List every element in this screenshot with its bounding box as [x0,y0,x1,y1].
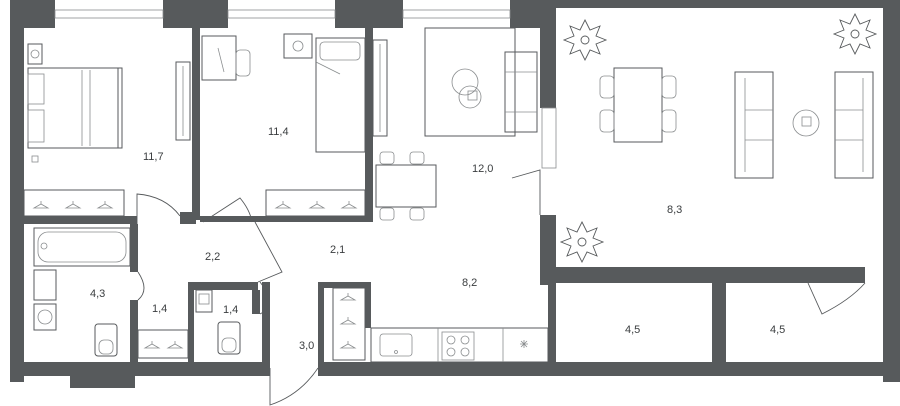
windows [54,9,557,169]
room-area-label: 8,3 [667,204,682,216]
living-room: 8,3 [559,12,878,264]
walls [10,0,900,388]
counter [332,287,549,363]
doors [136,169,866,406]
room-area-label: 4,3 [90,288,105,300]
room-area-label: 4,5 [625,324,640,336]
room-area-label: 2,2 [205,251,220,263]
plant-icon [559,220,605,264]
plant-icon [832,12,878,56]
bedroom-left: 11,7 [23,43,191,217]
room-area-label: 1,4 [152,303,167,315]
halls: 2,2 2,1 1,4 8,2 3,0 [137,244,477,359]
room-area-label: 2,1 [330,244,345,256]
storage-rooms: 4,5 4,5 [625,324,785,336]
snowflake-icon [520,340,528,348]
room-area-label: 3,0 [299,340,314,352]
room-area-label: 11,4 [268,126,289,138]
bathroom: 4,3 [33,227,131,357]
kitchen: 12,0 [372,27,538,221]
wc: 1,4 [195,289,241,355]
room-area-label: 4,5 [770,324,785,336]
room-area-label: 11,7 [143,151,164,163]
room-area-label: 1,4 [223,304,238,316]
bedroom-mid: 11,4 [201,33,366,217]
plant-icon [562,18,608,62]
room-area-label: 8,2 [462,277,477,289]
room-area-label: 12,0 [472,163,493,175]
